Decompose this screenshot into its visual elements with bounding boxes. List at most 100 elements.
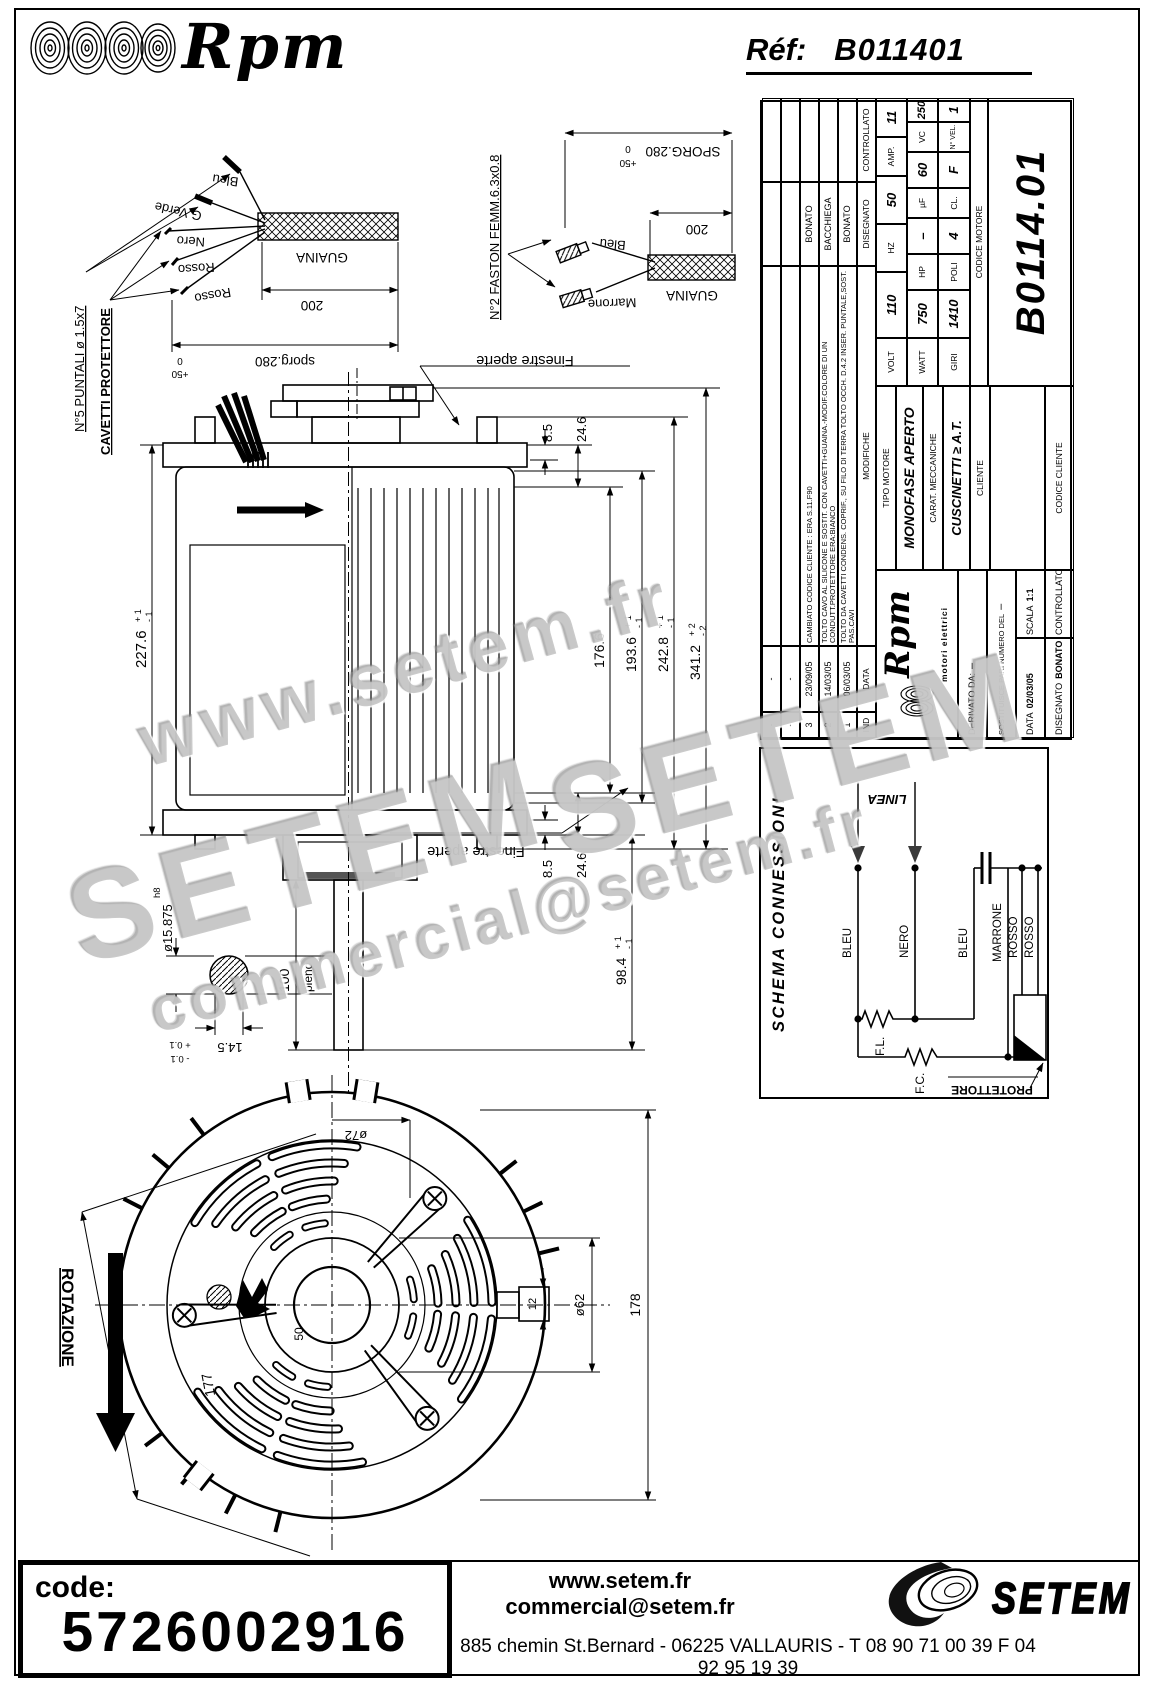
dim-85-bot: 8.5	[540, 860, 555, 878]
sostituisce-value: –	[994, 603, 1007, 610]
carat-value: CUSCINETTI ≥ A.T.	[943, 386, 970, 570]
rev-header-controllato: CONTROLLATO	[857, 98, 876, 182]
rev-header-modifiche: MODIFICHE	[857, 266, 876, 646]
schema-linea-label: LINEA	[868, 792, 907, 807]
detail-a-cavetti-label: CAVETTI PROTETTORE	[98, 308, 113, 455]
rev-row-ctrl	[819, 98, 838, 182]
title-block-wrapper: - - - - 3 23/09/05 CAMBIATO CODICE CLIEN…	[760, 98, 1074, 740]
front-view-labels: ROTAZIONE 177 ø72 ø62 178 12 50	[58, 1128, 643, 1398]
dim-145: 14.5	[217, 1040, 242, 1055]
vc-value: 250	[907, 98, 938, 122]
vc-label: VC	[907, 122, 938, 152]
side-view-dimensions	[140, 365, 728, 1051]
cliente-label: CLIENTE	[970, 386, 990, 570]
derivato-label: DERIVATO DA:	[966, 672, 977, 735]
rev-row-text: CAMBIATO CODICE CLIENTE : ERA S.11.F90	[800, 266, 819, 646]
detail-a-dim-200: 200	[301, 298, 324, 313]
dim-3412-tp: + 2	[687, 623, 697, 636]
rev-row-ctrl	[838, 98, 857, 182]
dim-12: 12	[527, 1298, 539, 1310]
tb-disegnato-cell: DISEGNATO BONATO	[1045, 638, 1074, 738]
detail-a-wire4-label: Rosso	[177, 260, 215, 278]
footer-address: 885 chemin St.Bernard - 06225 VALLAURIS …	[460, 1636, 1036, 1679]
schema-wire1-label: BLEU	[842, 928, 854, 958]
rev-row-text: TOLTO DA CAVETTI CONDENS. COPRIF., SU FI…	[838, 266, 857, 646]
dim-2428-tm: - 1	[666, 617, 676, 628]
ref-label: Réf:	[746, 32, 807, 67]
finestre-top-label: Finestre aperte	[476, 352, 574, 368]
rev-row-name: BONATO	[800, 182, 819, 266]
detail-b-faston-label: N°2 FASTON FEMM.6.3x0.8	[487, 155, 502, 320]
vel-value: 1	[938, 98, 970, 122]
dim-3412: 341.2	[687, 645, 703, 680]
giri-label: GIRI	[938, 338, 970, 386]
tb-logo-sub: motori elettrici	[938, 606, 949, 683]
detail-b-dim-sporg: SPORG.280	[645, 144, 720, 159]
dim-1766: 176.6	[591, 633, 607, 668]
giri-value: 1410	[938, 290, 970, 338]
rev-row-date: -	[762, 646, 781, 712]
schema-circuit	[759, 747, 1049, 1099]
dim-1936-tp: + 1	[623, 615, 633, 628]
footer-contacts: www.setem.fr commercial@setem.fr	[455, 1568, 785, 1621]
sheet-border	[14, 8, 1140, 1676]
cl-value: F	[938, 152, 970, 188]
rev-row-ind: 1	[838, 712, 857, 738]
rev-header-data: DATA	[857, 646, 876, 712]
rev-row-name: BACCHIEGA	[819, 182, 838, 266]
rev-row-ind: 2	[819, 712, 838, 738]
detail-b-cable	[507, 129, 736, 309]
dim-3412-tm: - 2	[698, 625, 708, 636]
schema-wire2-label: NERO	[899, 925, 911, 958]
rpm-coil-logo	[30, 21, 176, 75]
detail-b-tol-zero: 0	[625, 143, 631, 154]
rpm-brand-text: Rpm	[182, 10, 349, 83]
disegnato-label: DISEGNATO	[1053, 682, 1064, 735]
carat-label: CARAT. MECCANICHE	[923, 386, 943, 570]
motor-side-view	[162, 368, 528, 1092]
schema-fl-label: F.L.	[873, 1037, 887, 1056]
detail-a-guaina-label: GUAINA	[296, 250, 348, 265]
rev-row-ctrl	[800, 98, 819, 182]
rev-row-date: 06/03/05	[838, 646, 857, 712]
tipo-motore-label: TIPO MOTORE	[876, 386, 896, 570]
setem-logo-text: SETEM	[992, 1574, 1132, 1623]
dim-50: 50	[292, 1327, 306, 1341]
detail-b-dim-200: 200	[686, 222, 709, 237]
finestre-bot-label: Finestre aperte	[427, 843, 525, 859]
codice-motore-value: B0114.01	[988, 98, 1074, 386]
rev-row-name: BONATO	[838, 182, 857, 266]
data-value: 02/03/05	[1024, 673, 1035, 709]
disegnato-value: BONATO	[1053, 640, 1064, 679]
tipo-motore-value: MONOFASE APERTO	[896, 386, 923, 570]
dim-2428-tp: + 1	[655, 615, 665, 628]
dim-246-top: 24.6	[574, 417, 589, 442]
dim-1936-tm: - 1	[634, 617, 644, 628]
dim-shaft-fit: h8	[152, 887, 163, 898]
amp-value: 11	[876, 98, 907, 137]
volt-value: 110	[876, 272, 907, 338]
schema-labels: SCHEMA CONNESSIONI LINEA BLEU NERO BLEU …	[770, 792, 1036, 1097]
dim-178: 178	[627, 1293, 643, 1317]
dim-984-tp: + 1	[613, 936, 623, 949]
footer-web[interactable]: www.setem.fr	[548, 1568, 692, 1593]
detail-b-guaina-label: GUAINA	[666, 288, 718, 303]
schema-wire3-label: BLEU	[958, 928, 970, 958]
schema-protettore-label: PROTETTORE	[951, 1083, 1033, 1097]
rotazione-label: ROTAZIONE	[58, 1268, 77, 1367]
footer-email[interactable]: commercial@setem.fr	[505, 1594, 735, 1620]
dim-145-tm: - 0.1	[170, 1053, 189, 1064]
side-view-dim-labels: 227.6 + 1 - 1 8.5 24.6 8.5 24.6 176.6 19…	[133, 352, 708, 1064]
detail-b-wire1-label: Bleu	[599, 236, 626, 253]
cliente-empty-cell	[990, 386, 1045, 570]
dim-246-bot: 24.6	[574, 853, 589, 878]
dim-pieno: pieno	[301, 962, 315, 992]
uf-label: µF	[907, 188, 938, 218]
hp-label: HP	[907, 254, 938, 290]
rev-row-date: 14/03/05	[819, 646, 838, 712]
codice-motore-label: CODICE MOTORE	[970, 98, 988, 386]
detail-a-wire3-label: Nero	[176, 233, 205, 249]
detail-a-cable	[85, 154, 399, 352]
